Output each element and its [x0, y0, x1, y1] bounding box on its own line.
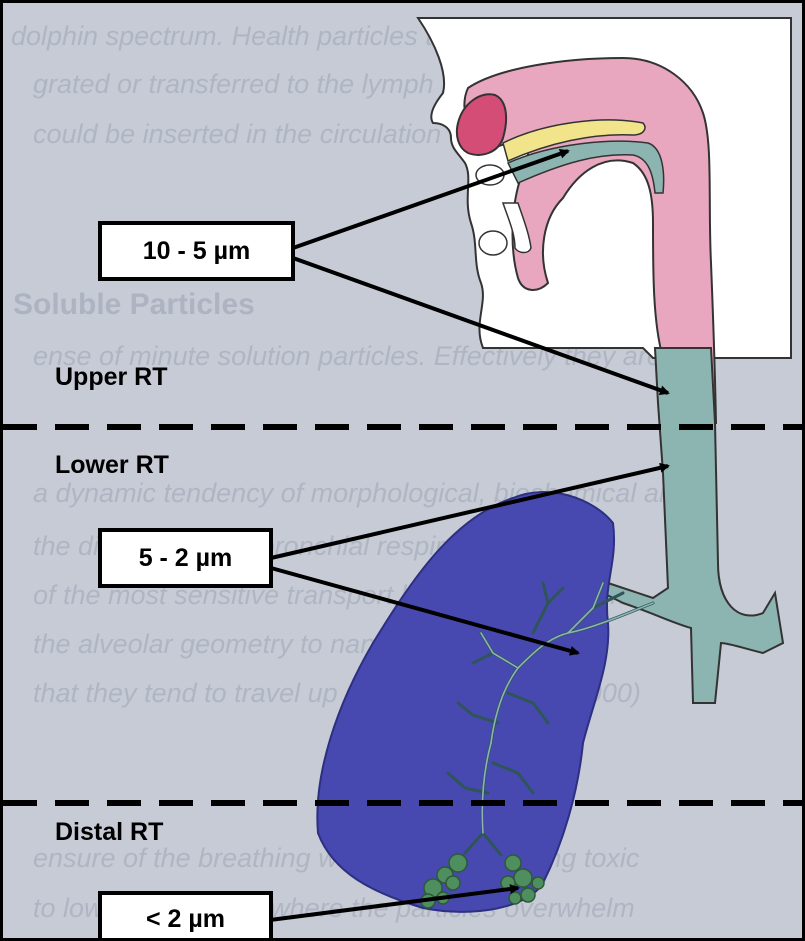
size-box-lower: 5 - 2 µm	[98, 528, 273, 588]
size-box-distal: < 2 µm	[98, 891, 273, 941]
region-label-lower: Lower RT	[55, 451, 169, 480]
region-label-upper: Upper RT	[55, 363, 168, 392]
size-box-upper: 10 - 5 µm	[98, 221, 295, 281]
lung	[317, 492, 614, 912]
lower-lip	[479, 231, 507, 255]
region-label-distal: Distal RT	[55, 818, 163, 847]
trachea	[603, 348, 783, 703]
